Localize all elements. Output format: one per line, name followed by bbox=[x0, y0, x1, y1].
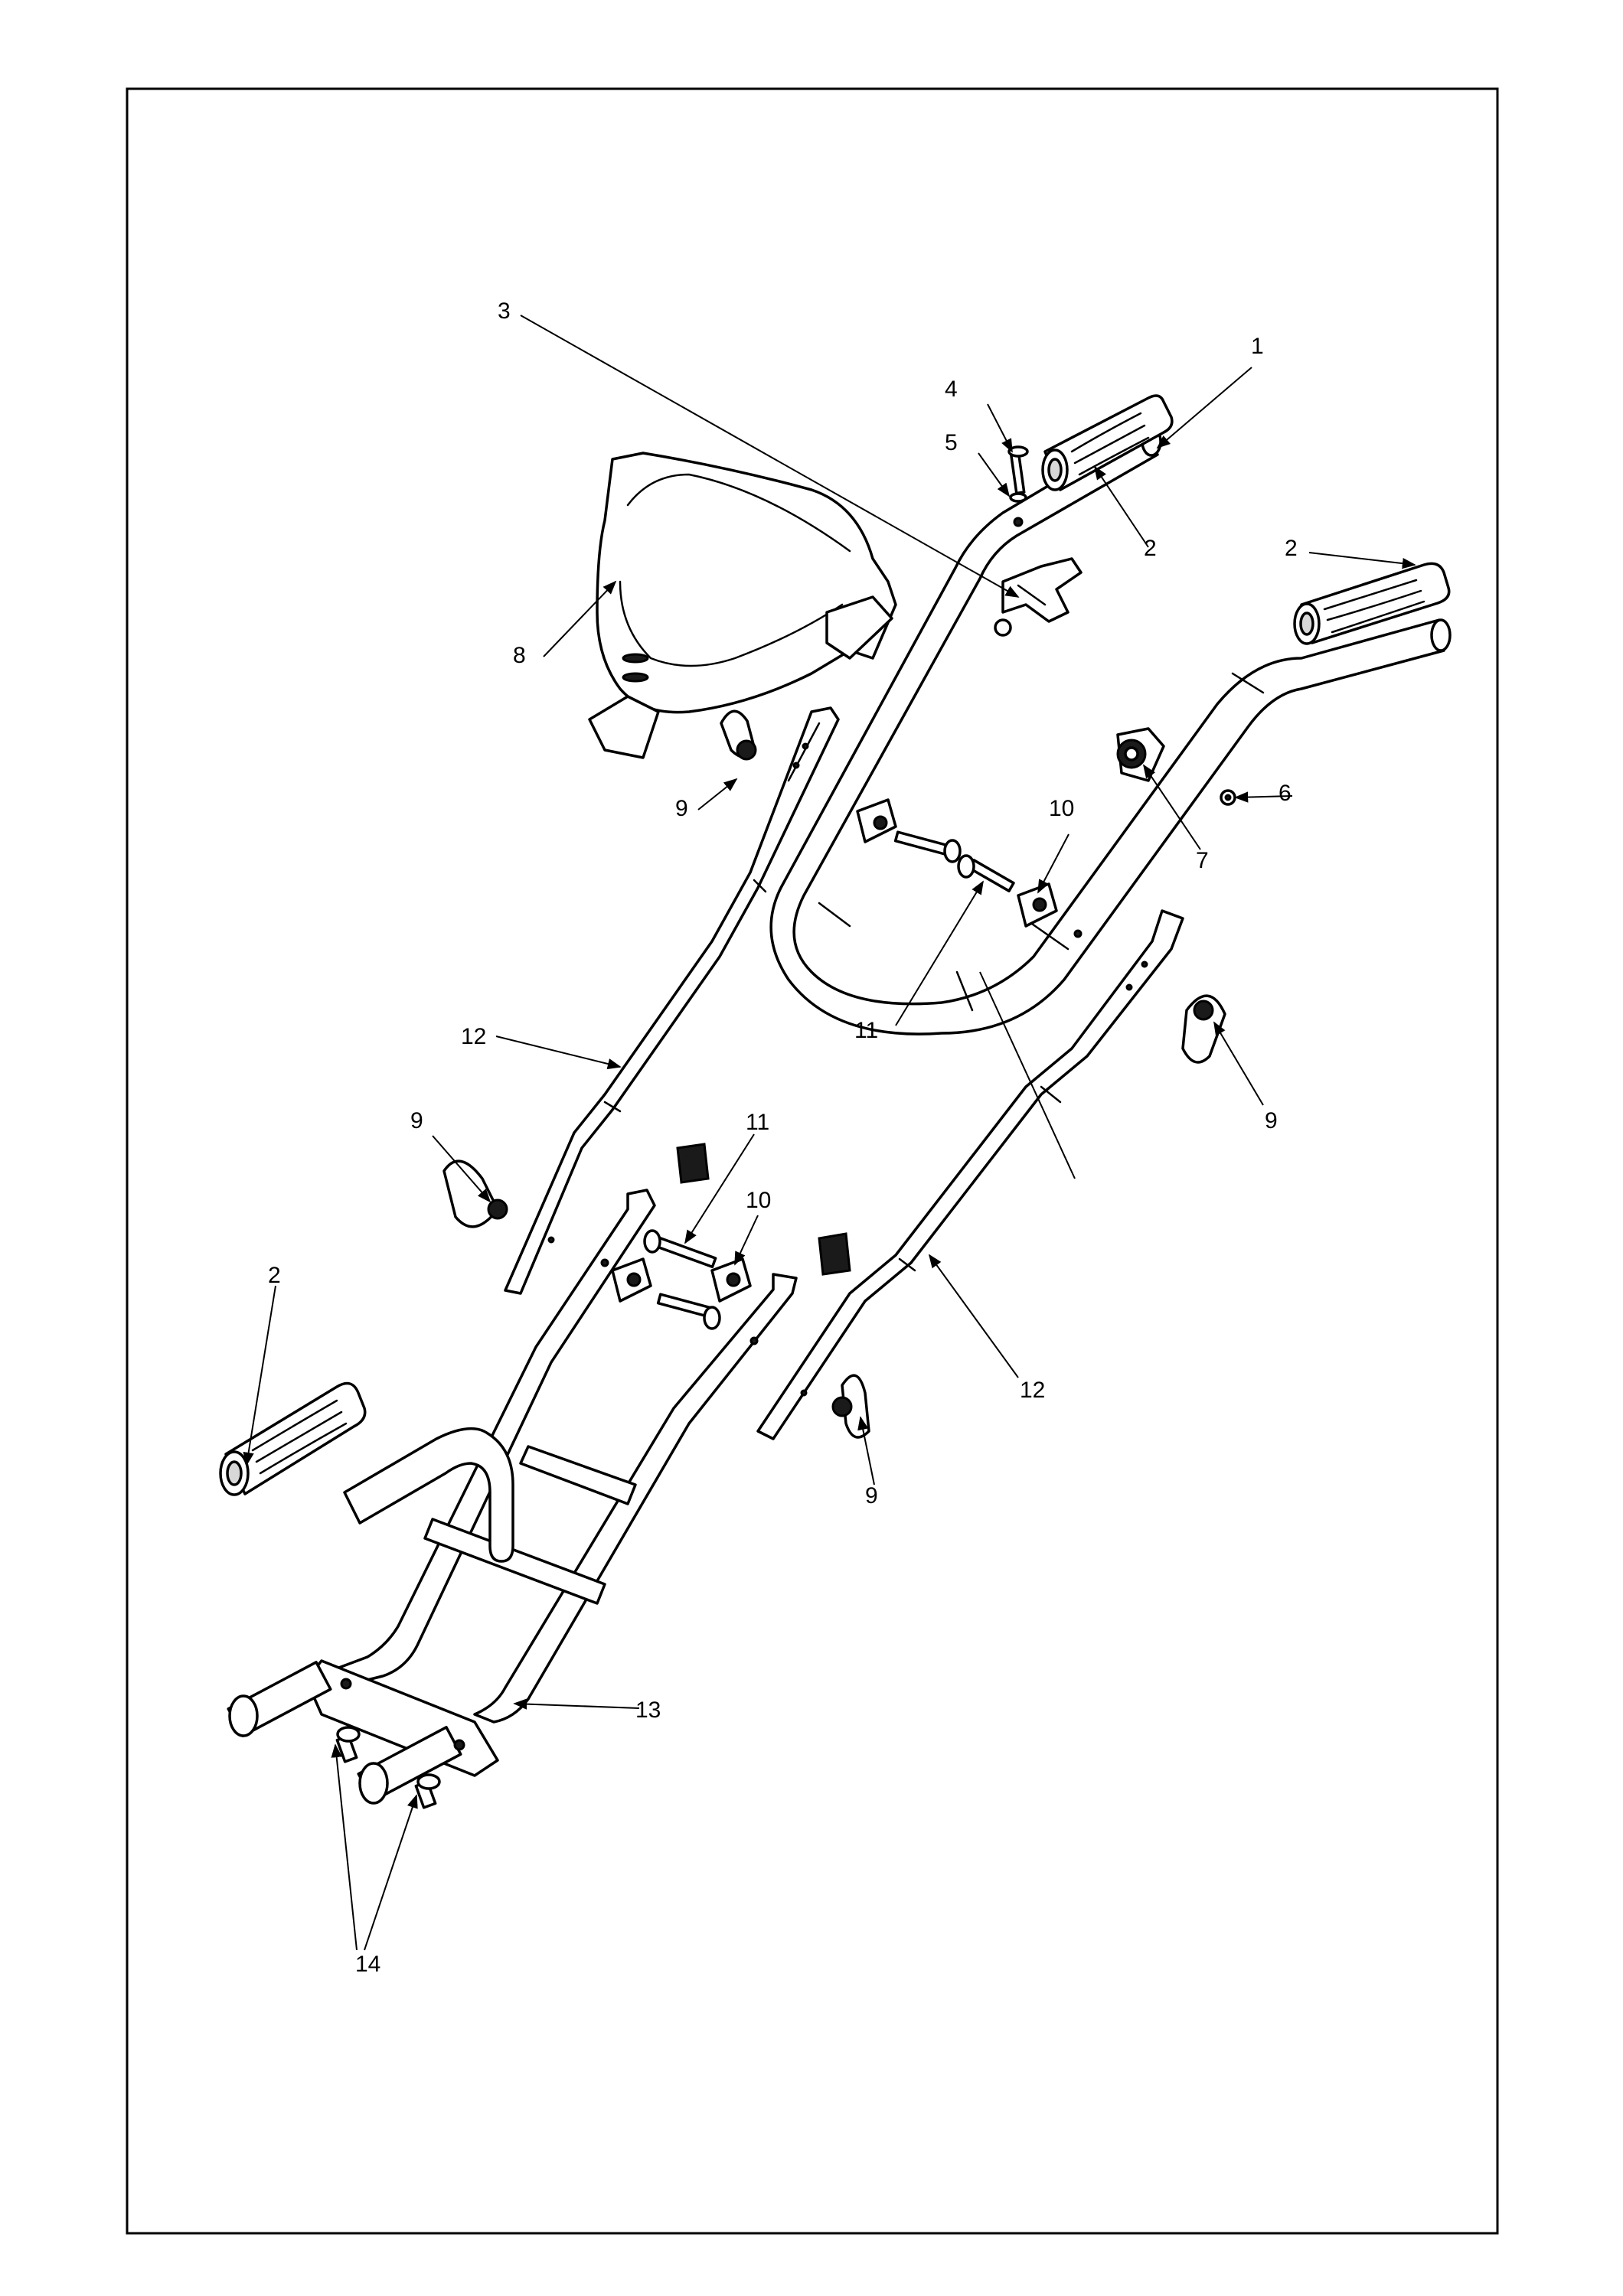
callout-10-upper: 10 bbox=[1049, 796, 1074, 821]
wing-nut-left bbox=[442, 1159, 508, 1228]
callout-4: 4 bbox=[945, 377, 958, 402]
extension-tube-left bbox=[504, 706, 840, 1295]
callout-11-lower: 11 bbox=[746, 1110, 769, 1135]
callout-8: 8 bbox=[513, 643, 526, 668]
callout-2-upper: 2 bbox=[1144, 536, 1157, 561]
callout-9-left: 9 bbox=[410, 1108, 423, 1133]
wing-nut-top bbox=[720, 709, 757, 761]
lower-frame bbox=[227, 1189, 798, 1805]
callout-14: 14 bbox=[355, 1952, 380, 1977]
clamp-bracket-lower bbox=[611, 1257, 752, 1303]
callout-2-right: 2 bbox=[1285, 536, 1298, 561]
bolts-lower bbox=[643, 1229, 721, 1330]
callout-2-lower: 2 bbox=[268, 1263, 281, 1288]
screw-and-washer bbox=[1007, 445, 1029, 503]
callout-12-left: 12 bbox=[461, 1024, 486, 1049]
callout-6: 6 bbox=[1278, 781, 1292, 806]
grip-upper bbox=[1041, 394, 1174, 491]
leader-lines bbox=[243, 315, 1416, 1951]
extension-tube-right bbox=[756, 909, 1184, 1440]
callout-10-lower: 10 bbox=[746, 1188, 771, 1213]
callout-13: 13 bbox=[635, 1698, 661, 1723]
drawing-border bbox=[126, 87, 1499, 2235]
upper-handlebar bbox=[769, 426, 1452, 1035]
callout-11-upper: 11 bbox=[854, 1018, 878, 1043]
engine-cover bbox=[588, 452, 897, 759]
clamp-bracket-upper bbox=[856, 798, 1058, 928]
nut-hole bbox=[1224, 794, 1232, 801]
cable-knob bbox=[1116, 727, 1165, 782]
callout-12-right: 12 bbox=[1020, 1378, 1045, 1403]
spring-left bbox=[676, 1143, 710, 1184]
callout-9-right: 9 bbox=[1265, 1108, 1278, 1133]
grip-lower bbox=[219, 1381, 367, 1496]
callout-1: 1 bbox=[1251, 334, 1264, 359]
callout-labels: 1 2 2 2 3 4 5 6 7 8 9 9 9 9 10 10 11 11 … bbox=[268, 298, 1298, 1977]
clamp-lever bbox=[994, 557, 1083, 637]
grip-right bbox=[1293, 562, 1451, 645]
bolts-upper bbox=[893, 830, 1015, 892]
callout-7: 7 bbox=[1196, 848, 1209, 873]
callout-5: 5 bbox=[945, 430, 958, 455]
callout-9-top: 9 bbox=[675, 796, 688, 821]
spring-right bbox=[818, 1232, 851, 1276]
wing-nut-lower bbox=[831, 1374, 870, 1439]
frame-bolts bbox=[335, 1726, 441, 1809]
wing-nut-right bbox=[1181, 994, 1226, 1064]
callout-9-lower: 9 bbox=[865, 1483, 878, 1508]
callout-3: 3 bbox=[498, 298, 511, 324]
